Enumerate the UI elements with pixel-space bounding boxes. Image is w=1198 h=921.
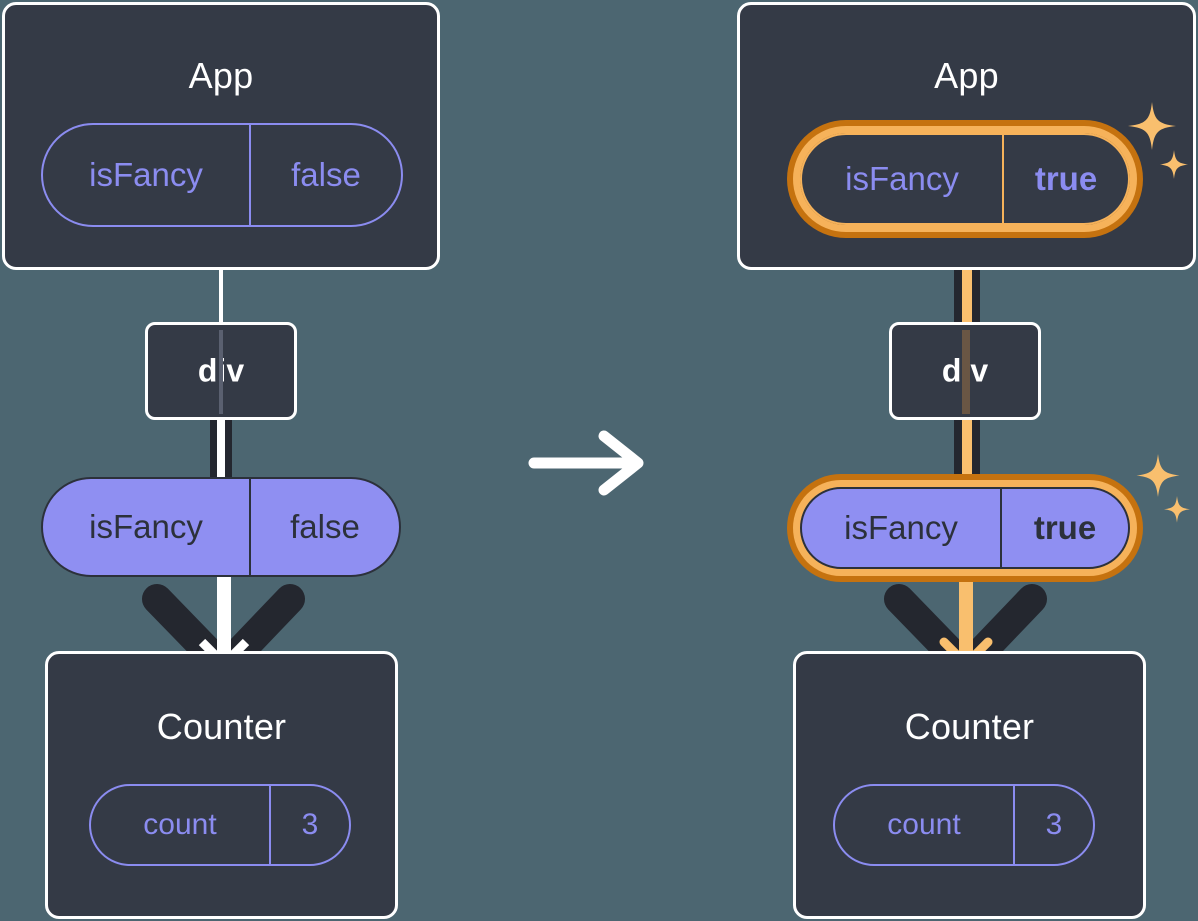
- after-prop-name: isFancy: [844, 509, 958, 546]
- after-app-state-pill[interactable]: isFancy true: [800, 133, 1130, 225]
- after-app-title: App: [934, 55, 999, 96]
- before-counter-state-value: 3: [269, 786, 349, 864]
- before-app-state-value: false: [249, 125, 401, 225]
- before-counter-state-name: count: [143, 808, 217, 841]
- sparkle-large-2: [1136, 454, 1180, 497]
- after-counter-title: Counter: [904, 706, 1035, 747]
- before-prop-pill[interactable]: isFancy false: [41, 477, 401, 577]
- after-app-sparkle-icon: [1126, 98, 1196, 190]
- after-connector-ghost-inside-div: [962, 330, 970, 414]
- sparkle-small-2: [1164, 496, 1190, 523]
- before-connector-div-prop-core: [217, 418, 225, 488]
- before-prop-value: false: [249, 479, 399, 575]
- before-app-state-pill[interactable]: isFancy false: [41, 123, 403, 227]
- sparkle-small: [1160, 150, 1188, 179]
- sparkle-icon-svg: [1128, 102, 1188, 179]
- after-prop-pill[interactable]: isFancy true: [800, 487, 1130, 569]
- before-counter-title: Counter: [156, 706, 287, 747]
- before-connector-ghost-inside-div: [219, 330, 223, 414]
- before-arrow-shaft-white: [217, 545, 231, 660]
- after-connector-app-div-core: [962, 228, 972, 328]
- after-counter-state-pill[interactable]: count 3: [833, 784, 1095, 866]
- sparkle-large: [1128, 102, 1176, 150]
- after-app-state-value: true: [1002, 135, 1128, 223]
- after-counter-state-value: 3: [1013, 786, 1093, 864]
- transition-arrow: [528, 428, 650, 498]
- right-arrow-icon: [528, 430, 644, 496]
- after-app-state-name: isFancy: [845, 160, 959, 197]
- sparkle-icon-svg-2: [1136, 454, 1190, 523]
- before-app-title: App: [188, 55, 254, 96]
- before-counter-state-pill[interactable]: count 3: [89, 784, 351, 866]
- after-prop-value: true: [1000, 489, 1128, 567]
- after-counter-state-name: count: [887, 808, 961, 841]
- before-connector-app-div: [219, 266, 223, 326]
- before-app-state-name: isFancy: [89, 156, 203, 193]
- before-prop-name: isFancy: [89, 508, 203, 545]
- after-connector-div-prop-core: [962, 418, 972, 492]
- after-prop-sparkle-icon: [1134, 450, 1196, 534]
- after-arrow-shaft-orange: [959, 545, 973, 660]
